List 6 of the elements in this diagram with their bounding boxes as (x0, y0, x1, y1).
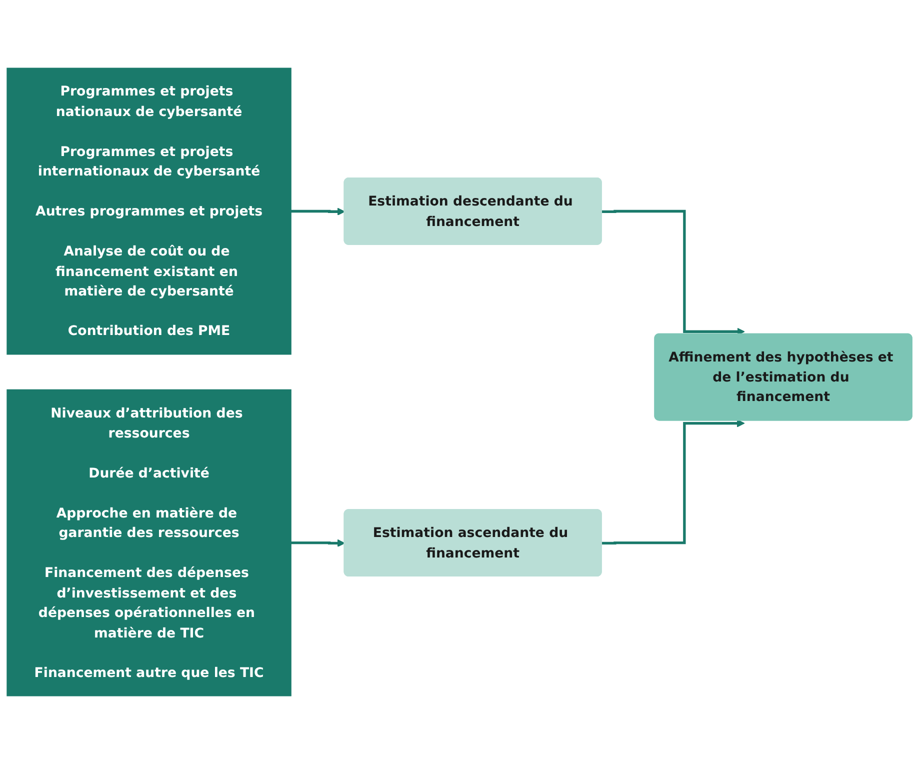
arrow (290, 208, 345, 216)
arrow (602, 419, 745, 545)
node-box (6, 389, 292, 696)
arrow (290, 539, 345, 548)
node-box (6, 68, 292, 355)
arrow (602, 210, 745, 336)
